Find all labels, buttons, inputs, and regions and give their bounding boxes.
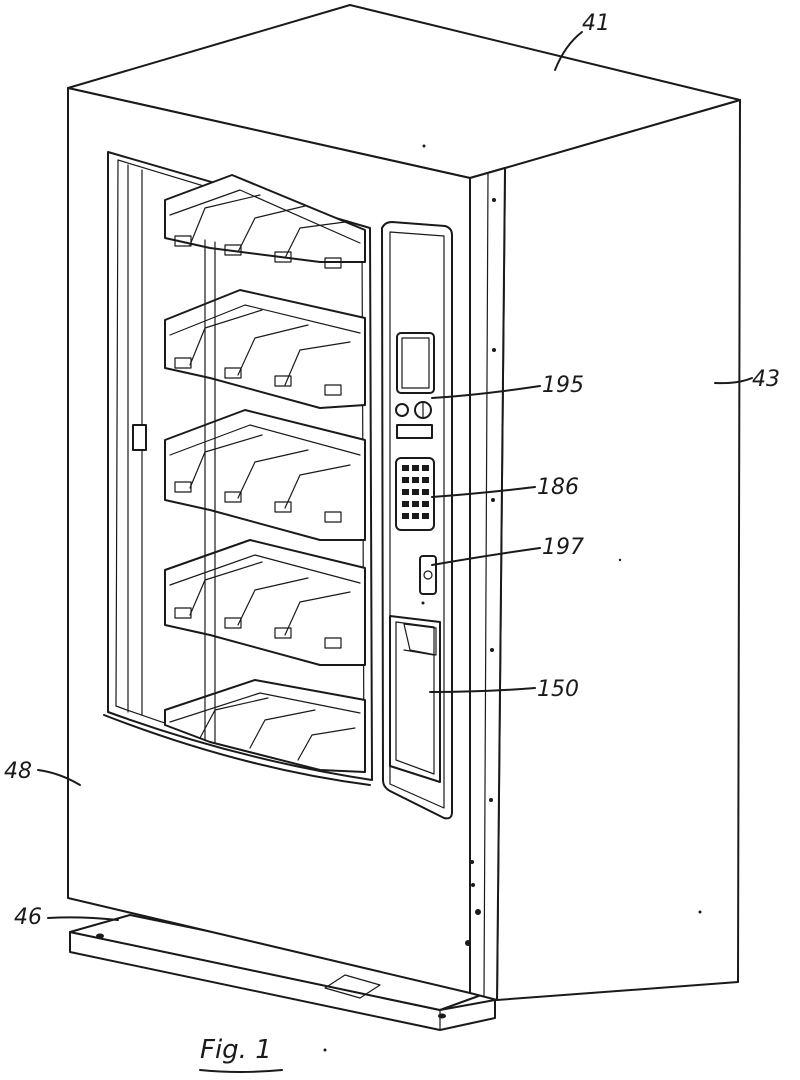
coin-controls: [395, 401, 433, 439]
stray-dots: [323, 144, 702, 1052]
ref-150-label: 150: [537, 677, 579, 702]
display-screen: [396, 332, 435, 394]
keypad: [395, 457, 435, 531]
ref-197-label: 197: [542, 535, 584, 560]
leader-150: [429, 687, 536, 693]
delivery-port: [389, 615, 441, 783]
caption-underline: [199, 1069, 283, 1073]
ref-43-label: 43: [752, 367, 780, 392]
ref-41-label: 41: [582, 11, 610, 36]
leader-43: [714, 377, 753, 385]
base-plinth: [69, 914, 496, 1031]
figure-caption: Fig. 1: [200, 1035, 272, 1065]
leader-lines: [37, 31, 753, 921]
leader-46: [47, 916, 119, 921]
keypad-keys: [402, 465, 429, 519]
leader-186: [431, 486, 536, 498]
leader-48: [37, 769, 81, 786]
leader-41: [554, 31, 583, 71]
ref-186-label: 186: [537, 475, 579, 500]
door-rivets: [465, 198, 496, 946]
ref-46-label: 46: [14, 905, 42, 930]
shelf-1: [164, 174, 366, 269]
ref-48-label: 48: [4, 759, 32, 784]
leader-195: [431, 385, 541, 399]
card-slot: [419, 555, 437, 595]
leader-197: [431, 547, 541, 566]
cabinet-side-panel: [496, 99, 741, 1001]
ref-195-label: 195: [542, 373, 584, 398]
product-shelves: [164, 174, 366, 773]
